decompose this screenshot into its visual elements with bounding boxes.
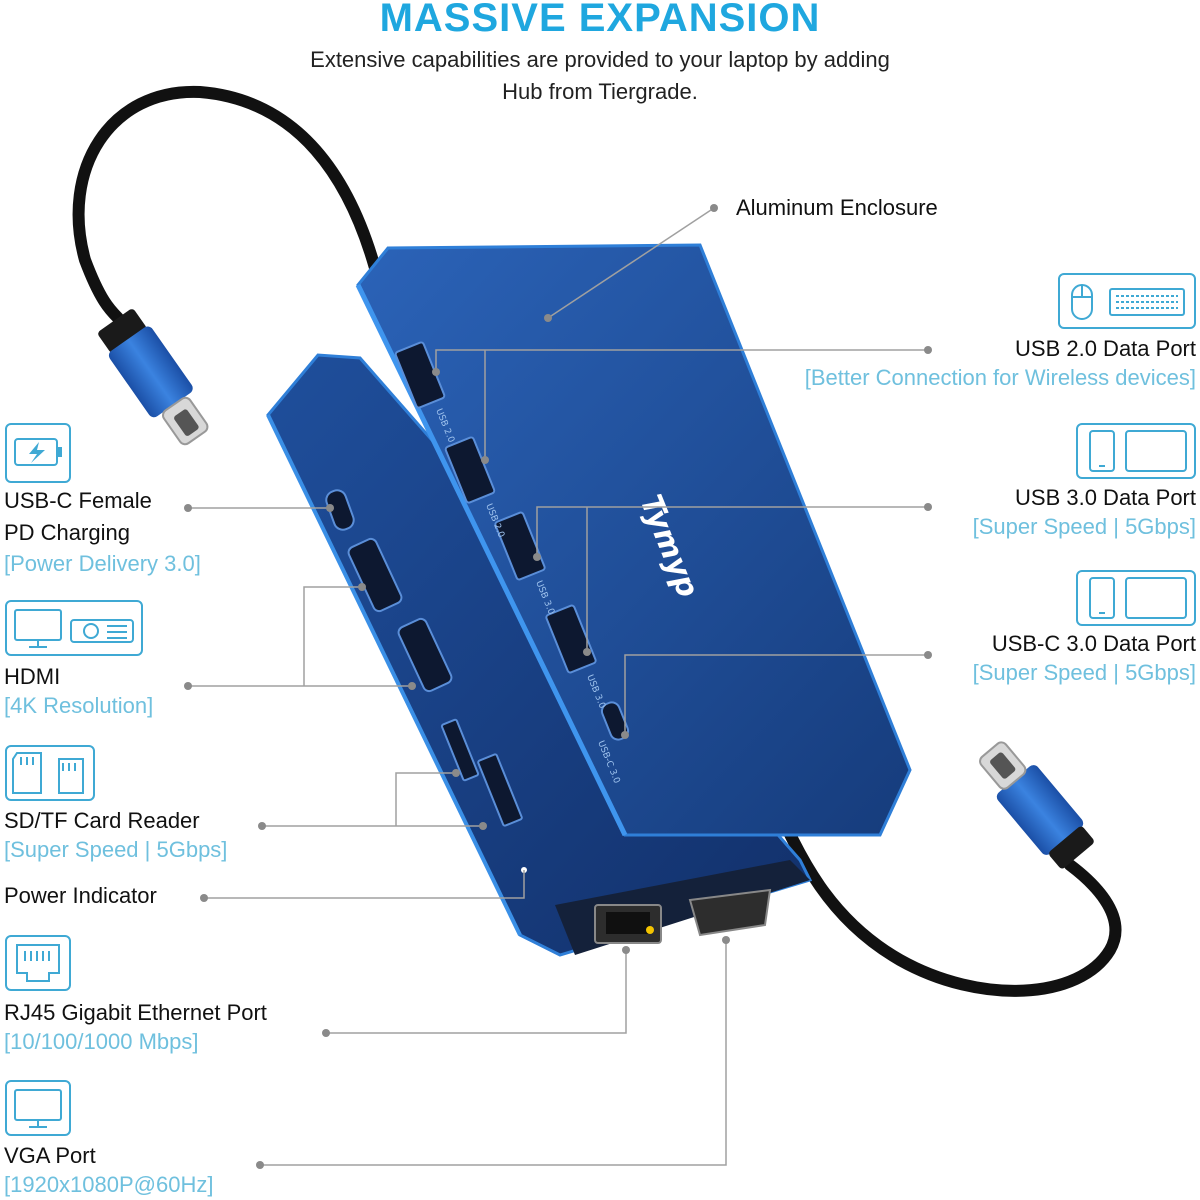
- phone-icon: [1089, 577, 1115, 619]
- icon-box-usbc: [1076, 570, 1196, 626]
- bottom-cable: [764, 784, 1122, 997]
- icon-box-card-reader: [5, 745, 95, 801]
- top-cable: [72, 85, 381, 324]
- left-side-ports: [325, 489, 527, 873]
- bottom-usb-c-plug: [979, 741, 1094, 869]
- label-power-indicator: Power Indicator: [4, 883, 157, 908]
- top-usb-c-plug: [98, 309, 209, 446]
- battery-charging-icon: [14, 438, 62, 466]
- detail-usbc30: [Super Speed | 5Gbps]: [972, 660, 1196, 685]
- top-side-ports: [394, 341, 630, 741]
- detail-vga: [1920x1080P@60Hz]: [4, 1172, 214, 1197]
- label-pd-charging: PD Charging: [4, 520, 130, 545]
- icon-box-hdmi: [5, 600, 143, 656]
- label-aluminum-enclosure: Aluminum Enclosure: [736, 195, 938, 220]
- label-usb30: USB 3.0 Data Port: [1015, 485, 1196, 510]
- tablet-icon: [1125, 577, 1187, 619]
- ethernet-icon: [16, 944, 60, 982]
- vga-port: [688, 888, 772, 937]
- subtitle-line-1: Extensive capabilities are provided to y…: [310, 47, 890, 72]
- detail-rj45: [10/100/1000 Mbps]: [4, 1029, 199, 1054]
- detail-usb20: [Better Connection for Wireless devices]: [804, 365, 1196, 390]
- leader-lines: [188, 207, 928, 1166]
- sd-card-icon: [12, 752, 42, 794]
- tablet-icon: [1125, 430, 1187, 472]
- vga-monitor-icon: [14, 1089, 62, 1128]
- label-rj45: RJ45 Gigabit Ethernet Port: [4, 1000, 267, 1025]
- label-hdmi: HDMI: [4, 664, 61, 689]
- page-title: MASSIVE EXPANSION: [379, 0, 821, 40]
- label-vga: VGA Port: [4, 1143, 96, 1168]
- mouse-icon: [1071, 284, 1093, 320]
- detail-pd: [Power Delivery 3.0]: [4, 551, 201, 576]
- label-usbc30: USB-C 3.0 Data Port: [991, 631, 1196, 656]
- icon-box-ethernet: [5, 935, 71, 991]
- icon-box-pd: [5, 423, 71, 483]
- detail-usb30: [Super Speed | 5Gbps]: [972, 514, 1196, 539]
- monitor-icon: [14, 609, 62, 648]
- label-usb20: USB 2.0 Data Port: [1015, 336, 1196, 361]
- mouse-keyboard-icons: [1071, 284, 1185, 320]
- icon-box-usb30: [1076, 423, 1196, 479]
- icon-box-usb20: [1058, 273, 1196, 329]
- label-sd-tf: SD/TF Card Reader: [4, 808, 200, 833]
- page-subtitle: Extensive capabilities are provided to y…: [0, 44, 1200, 108]
- rj45-port: [594, 904, 662, 944]
- tf-card-icon: [58, 758, 84, 794]
- leader-dots: [184, 204, 932, 1169]
- subtitle-line-2: Hub from Tiergrade.: [502, 79, 698, 104]
- phone-icon: [1089, 430, 1115, 472]
- detail-sd-tf: [Super Speed | 5Gbps]: [4, 837, 228, 862]
- label-usbc-female: USB-C Female: [4, 488, 152, 513]
- detail-hdmi: [4K Resolution]: [4, 693, 154, 718]
- keyboard-icon: [1109, 288, 1185, 316]
- icon-box-vga: [5, 1080, 71, 1136]
- projector-icon: [70, 619, 134, 643]
